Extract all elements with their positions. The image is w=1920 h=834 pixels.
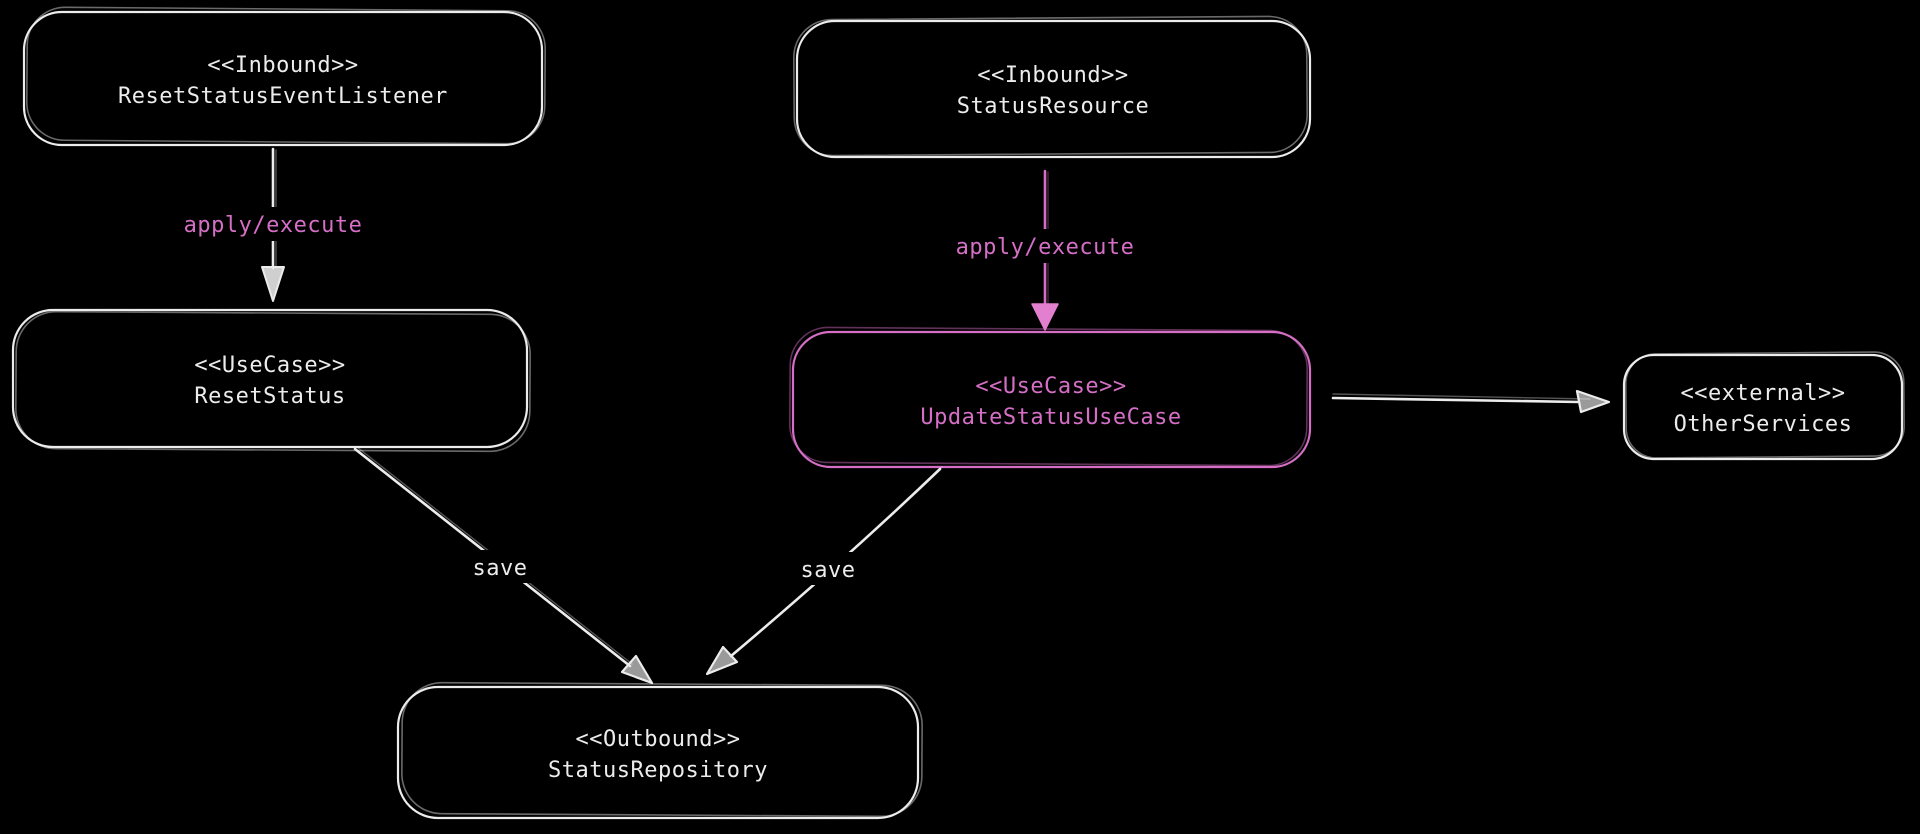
- node-stereotype: <<UseCase>>: [194, 353, 345, 378]
- arrowhead-right-icon: [1575, 389, 1611, 414]
- node-label: UpdateStatusUseCase: [920, 405, 1181, 430]
- arrowhead-down-icon: [261, 266, 285, 302]
- node-border[interactable]: [1622, 353, 1904, 461]
- node-label: StatusRepository: [548, 758, 768, 783]
- node-border-ghost: [788, 326, 1308, 467]
- node-stereotype: <<Outbound>>: [576, 727, 741, 752]
- edge-update-to-other-services[interactable]: [1331, 389, 1611, 414]
- node-border[interactable]: [795, 19, 1312, 159]
- node-stereotype: <<Inbound>>: [977, 63, 1128, 88]
- arrowhead-down-right-icon: [620, 654, 654, 685]
- edge-label-bg: [951, 229, 1139, 263]
- node-border[interactable]: [11, 308, 529, 449]
- edge-label-bg: [179, 207, 367, 241]
- node-border-ghost: [1625, 351, 1905, 459]
- edge-label: save: [801, 558, 856, 583]
- node-border[interactable]: [791, 330, 1312, 469]
- edge-label-bg: [790, 552, 866, 585]
- node-status-resource[interactable]: <<Inbound>> StatusResource: [792, 15, 1312, 159]
- node-reset-status-event-listener[interactable]: <<Inbound>> ResetStatusEventListener: [22, 6, 547, 147]
- edge-save-reset[interactable]: save: [353, 446, 654, 685]
- arrowhead-down-left-icon: [705, 645, 739, 676]
- node-border[interactable]: [22, 10, 544, 147]
- node-update-status-use-case[interactable]: <<UseCase>> UpdateStatusUseCase: [788, 326, 1312, 469]
- arrowhead-down-icon: [1031, 303, 1059, 331]
- node-reset-status[interactable]: <<UseCase>> ResetStatus: [11, 308, 531, 453]
- edge-label-bg: [462, 550, 538, 583]
- edge-label: apply/execute: [956, 235, 1135, 260]
- node-label: ResetStatus: [194, 384, 345, 409]
- node-other-services[interactable]: <<external>> OtherServices: [1622, 351, 1905, 461]
- node-border-ghost: [792, 15, 1309, 157]
- node-status-repository[interactable]: <<Outbound>> StatusRepository: [396, 681, 923, 820]
- node-stereotype: <<Inbound>>: [207, 53, 358, 78]
- node-label: ResetStatusEventListener: [118, 84, 448, 109]
- node-border[interactable]: [396, 685, 920, 820]
- node-border-ghost: [401, 681, 923, 818]
- node-border-ghost: [15, 310, 531, 453]
- edge-apply-execute-update[interactable]: apply/execute: [951, 169, 1139, 331]
- node-label: OtherServices: [1674, 412, 1853, 437]
- edge-label: apply/execute: [184, 213, 363, 238]
- node-border-ghost: [25, 6, 547, 145]
- edge-apply-execute-reset[interactable]: apply/execute: [179, 147, 367, 302]
- edge-line: [1331, 396, 1581, 404]
- node-stereotype: <<external>>: [1681, 381, 1846, 406]
- edge-line-ghost: [1332, 393, 1591, 400]
- edge-label: save: [473, 556, 528, 581]
- node-label: StatusResource: [957, 94, 1149, 119]
- edge-save-update[interactable]: save: [705, 466, 943, 676]
- node-stereotype: <<UseCase>>: [975, 374, 1126, 399]
